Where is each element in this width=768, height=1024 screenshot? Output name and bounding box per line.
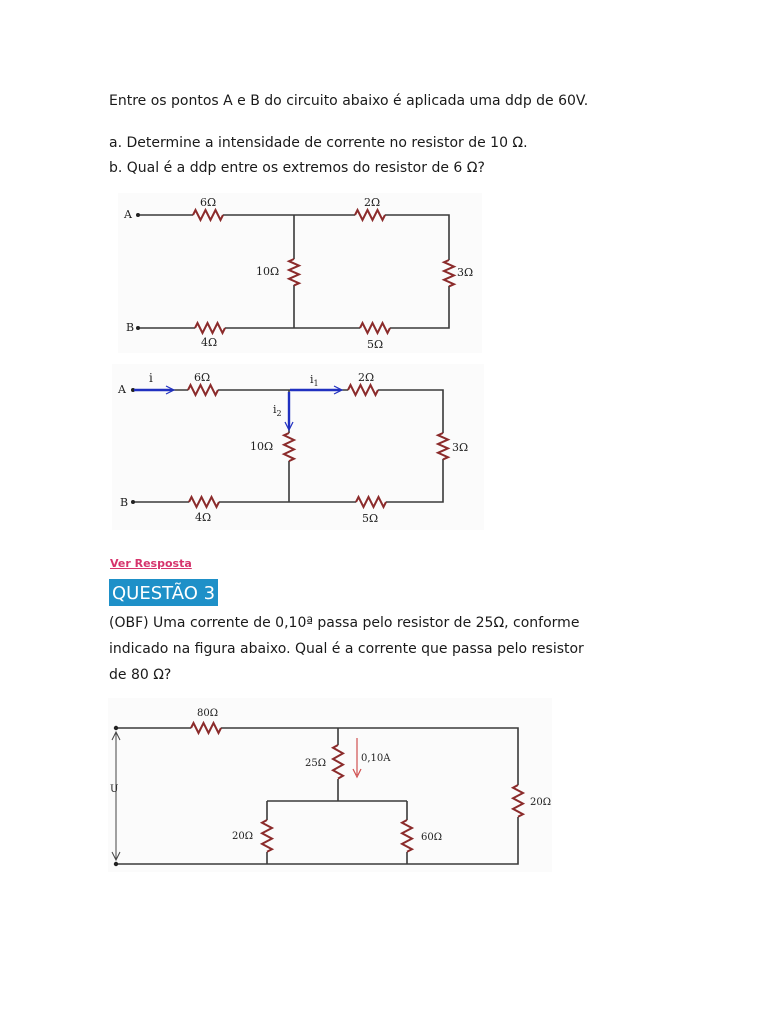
label-2ohm: 2Ω [364,196,380,209]
circuit-2-figure: A B i i1 i2 6Ω 2Ω 10Ω 3Ω 4Ω 5Ω [112,364,484,530]
circuit-3-figure: 80Ω 25Ω 0,10A U 20Ω 20Ω 60Ω [108,698,552,872]
resistor-4ohm [188,494,220,510]
label-6ohm: 6Ω [194,371,210,384]
resistor-6ohm [187,382,219,398]
intro-text: Entre os pontos A e B do circuito abaixo… [109,93,589,109]
label-20ohm-left: 20Ω [232,831,253,842]
label-3ohm: 3Ω [457,266,473,279]
label-5ohm: 5Ω [362,512,378,525]
resistor-20ohm-left [259,819,275,853]
resistor-5ohm [355,494,387,510]
current-arrow-i [134,385,176,395]
question-3-line: indicado na figura abaixo. Qual é a corr… [109,641,584,657]
label-current-i2: i2 [273,403,282,418]
question-3-heading: QUESTÃO 3 [109,579,219,606]
label-node-b: B [120,496,128,509]
resistor-80ohm [190,720,222,736]
label-25ohm: 25Ω [305,758,326,769]
current-arrow-010a [352,738,362,779]
label-4ohm: 4Ω [201,336,217,349]
label-4ohm: 4Ω [195,511,211,524]
label-voltage-u: U [110,784,118,795]
resistor-3ohm [435,432,451,461]
resistor-20ohm-right [510,784,526,818]
current-arrow-i2 [284,392,294,432]
resistor-4ohm [194,320,226,336]
resistor-10ohm [286,258,302,287]
label-20ohm-right: 20Ω [530,797,551,808]
resistor-60ohm [399,819,415,853]
view-answer-link[interactable]: Ver Resposta [110,557,192,570]
label-current-i: i [149,371,153,385]
voltage-arrow-u [111,730,121,862]
label-80ohm: 80Ω [197,708,218,719]
label-2ohm: 2Ω [358,371,374,384]
question-3-text: (OBF) Uma corrente de 0,10ª passa pelo r… [109,610,669,688]
label-5ohm: 5Ω [367,338,383,351]
label-node-a: A [123,208,133,221]
resistor-25ohm [330,744,346,780]
question-3-line: de 80 Ω? [109,667,172,683]
resistor-10ohm [281,432,297,463]
resistor-5ohm [359,320,391,336]
current-arrow-i1 [290,385,344,395]
resistor-6ohm [192,207,224,223]
label-3ohm: 3Ω [452,441,468,454]
question-3-line: (OBF) Uma corrente de 0,10ª passa pelo r… [109,615,580,631]
resistor-2ohm [354,207,386,223]
label-node-a: A [117,383,127,396]
label-6ohm: 6Ω [200,196,216,209]
resistor-3ohm [441,259,457,288]
label-node-b: B [126,321,134,334]
label-10ohm: 10Ω [250,440,273,453]
question-a: a. Determine a intensidade de corrente n… [109,135,528,151]
resistor-2ohm [347,382,379,398]
label-current-i1: i1 [310,373,319,388]
label-60ohm: 60Ω [421,832,442,843]
question-b: b. Qual é a ddp entre os extremos do res… [109,160,485,176]
circuit-1-figure: A B 6Ω 2Ω 10Ω 3Ω 4Ω 5Ω [118,193,482,353]
label-10ohm: 10Ω [256,265,279,278]
label-current: 0,10A [361,753,391,764]
